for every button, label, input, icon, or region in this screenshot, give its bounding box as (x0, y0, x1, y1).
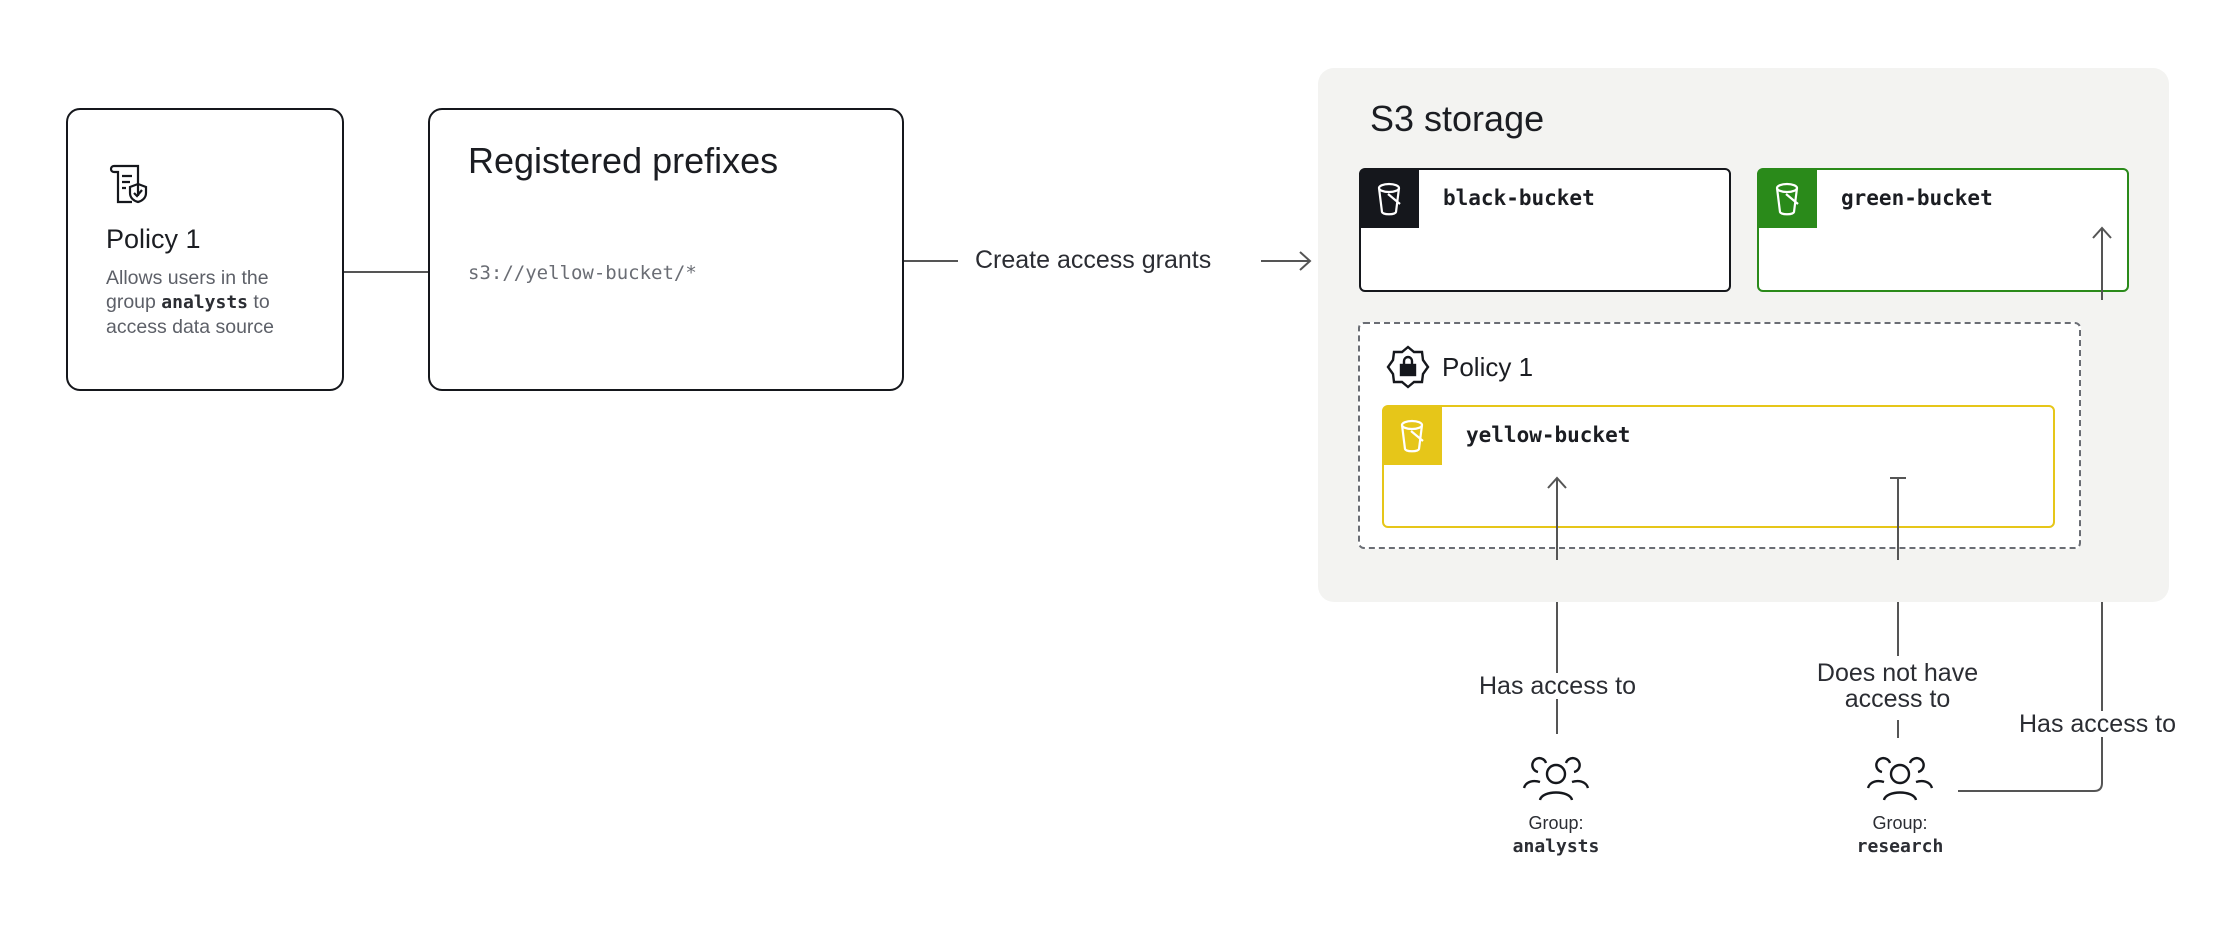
create-access-grants-label: Create access grants (975, 246, 1212, 274)
policy-scope-title: Policy 1 (1442, 352, 1534, 382)
policy-document-shield-icon (109, 164, 148, 204)
group-name: analysts (1512, 836, 1600, 857)
prefix-value: s3://yellow-bucket/* (468, 262, 697, 284)
black-bucket-card: black-bucket (1359, 168, 1731, 292)
lock-badge-icon (1386, 345, 1430, 389)
research-green-access-label: Has access to (2010, 711, 2185, 737)
bucket-icon (1361, 170, 1419, 228)
analysts-access-label: Has access to (1470, 673, 1645, 699)
bucket-name: yellow-bucket (1466, 423, 1631, 447)
s3-storage-title: S3 storage (1370, 98, 1545, 139)
bucket-icon (1384, 407, 1442, 465)
research-denied-label: Does not have access to (1805, 660, 1990, 712)
prefixes-title: Registered prefixes (468, 140, 779, 181)
green-bucket-card: green-bucket (1757, 168, 2129, 292)
policy-card: Policy 1 Allows users in the group analy… (66, 108, 344, 391)
group-code: analysts (161, 292, 248, 313)
group-label: Group: (1528, 813, 1584, 833)
group-analysts: Group: analysts (1476, 752, 1636, 857)
policy-title: Policy 1 (106, 224, 201, 254)
users-group-icon (1866, 756, 1934, 801)
yellow-bucket-card: yellow-bucket (1382, 405, 2055, 528)
bucket-name: green-bucket (1841, 186, 1993, 210)
group-research: Group: research (1820, 752, 1980, 857)
policy-description: Allows users in the group analysts to ac… (106, 267, 275, 338)
users-group-icon (1522, 756, 1590, 801)
group-name: research (1856, 836, 1944, 857)
registered-prefixes-card: Registered prefixes s3://yellow-bucket/* (428, 108, 904, 391)
bucket-name: black-bucket (1443, 186, 1595, 210)
bucket-icon (1759, 170, 1817, 228)
group-label: Group: (1872, 813, 1928, 833)
